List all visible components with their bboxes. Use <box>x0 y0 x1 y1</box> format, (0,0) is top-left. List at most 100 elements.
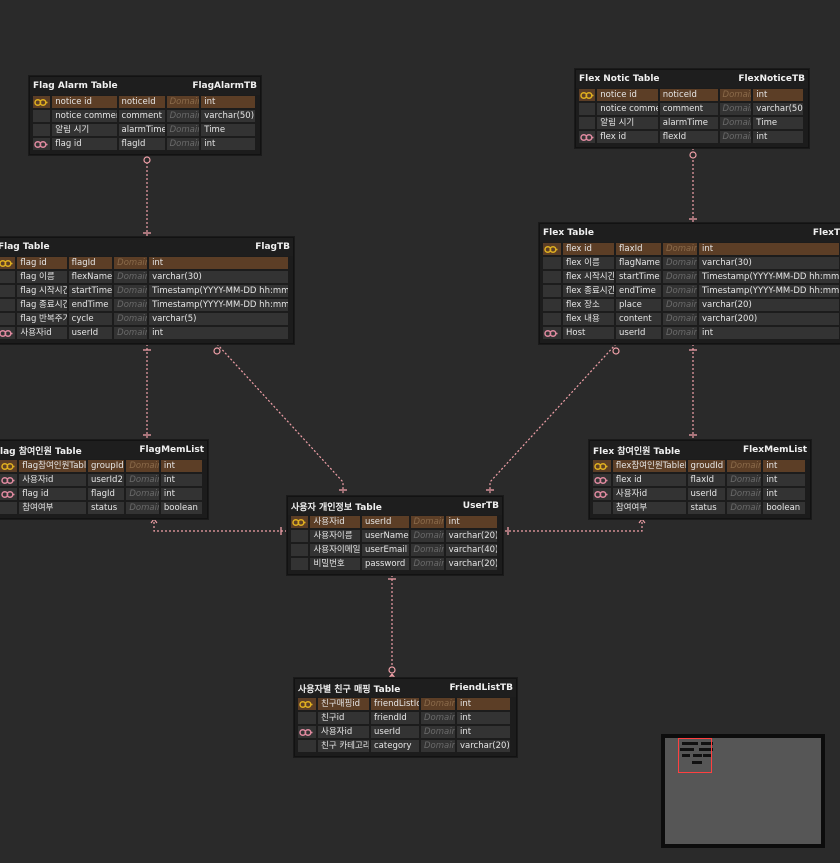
table-title: Flex 참여인원 Table <box>593 446 681 457</box>
column-domain: Domain <box>410 516 444 528</box>
column-type: int <box>160 474 202 486</box>
column-physical-name: status <box>88 502 125 514</box>
column-physical-name: alarmTime <box>659 117 718 129</box>
column-domain: Domain <box>663 271 697 283</box>
key-slot <box>33 110 51 122</box>
column-domain: Domain <box>719 131 752 143</box>
table-column-row[interactable]: 알림 시기alarmTimeDomainTime <box>33 123 257 137</box>
column-logical-name: 사용자id <box>310 516 360 528</box>
table-column-row[interactable]: 사용자iduserId2Domainint <box>0 473 204 487</box>
primary-key-icon <box>298 698 316 710</box>
table-title: 사용자별 친구 매핑 Table <box>298 684 401 695</box>
column-logical-name: flex 종료시간 <box>563 285 614 297</box>
table-column-row[interactable]: notice commentcommentDomainvarchar(50) <box>33 109 257 123</box>
minimap-viewport[interactable] <box>678 738 712 773</box>
column-logical-name: notice comment <box>597 103 658 115</box>
column-type: int <box>457 712 510 724</box>
table-flex[interactable]: Flex TableFlexTBflex idflaxIdDomainintfl… <box>539 223 840 344</box>
column-domain: Domain <box>166 138 200 150</box>
column-type: int <box>699 327 839 339</box>
column-physical-name: friendId <box>371 712 419 724</box>
table-header[interactable]: 사용자별 친구 매핑 Table FriendListTB <box>295 679 516 697</box>
table-physical-name: UserTB <box>462 501 499 511</box>
column-physical-name: userName <box>361 530 409 542</box>
column-type: boolean <box>763 502 805 514</box>
foreign-key-icon <box>0 488 18 500</box>
column-logical-name: flex id <box>612 474 686 486</box>
zero-or-one-marker <box>213 347 221 355</box>
column-logical-name: flag id <box>17 257 67 269</box>
table-header[interactable]: Flex TableFlexTB <box>540 224 840 242</box>
table-column-row[interactable]: notice idnoticeIdDomainint <box>579 88 805 102</box>
table-physical-name: FriendListTB <box>449 683 513 693</box>
table-column-row[interactable]: notice commentcommentDomainvarchar(50) <box>579 102 805 116</box>
zero-or-one-marker <box>143 156 151 164</box>
column-type: varchar(20) <box>445 530 497 542</box>
foreign-key-icon <box>579 131 596 143</box>
column-physical-name: noticeId <box>659 89 718 101</box>
table-flag-mem[interactable]: lag 참여인원 TableFlagMemListflag참여인원TableId… <box>0 440 208 519</box>
key-slot <box>291 530 309 542</box>
column-domain: Domain <box>166 124 200 136</box>
table-column-row[interactable]: flex idflexIdDomainint <box>579 130 805 144</box>
minimap-table-mark <box>701 742 713 745</box>
minimap[interactable] <box>661 734 825 848</box>
table-column-row[interactable]: notice idnoticeIdDomainint <box>33 95 257 109</box>
column-domain: Domain <box>126 502 159 514</box>
column-logical-name: 사용자이름 <box>310 530 360 542</box>
column-physical-name: userId <box>361 516 409 528</box>
column-type: varchar(50) <box>753 103 803 115</box>
column-physical-name: userId <box>68 327 113 339</box>
foreign-key-icon <box>593 474 611 486</box>
foreign-key-icon <box>298 726 316 738</box>
column-physical-name: cycle <box>68 313 113 325</box>
table-column-row[interactable]: 알림 시기alarmTimeDomainTime <box>579 116 805 130</box>
column-domain: Domain <box>719 89 752 101</box>
table-physical-name: FlagTB <box>255 242 290 252</box>
column-logical-name: flex참여인원TableId <box>612 460 686 472</box>
table-column-row[interactable]: flag참여인원TableIdgroupIdDomainint <box>0 459 204 473</box>
column-physical-name: content <box>616 313 661 325</box>
